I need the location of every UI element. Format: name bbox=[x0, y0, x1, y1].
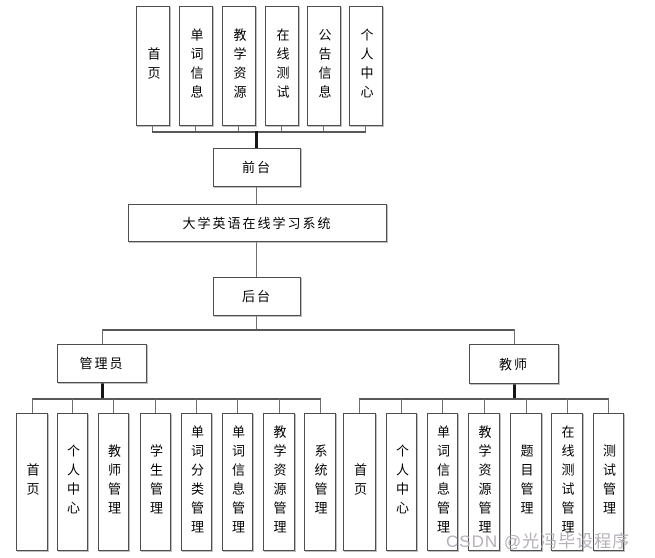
connector-admin-child-2 bbox=[72, 399, 73, 413]
connector-front-bus bbox=[152, 131, 366, 133]
connector-back-bus bbox=[102, 329, 515, 331]
node-label: 教学资源管理 bbox=[476, 425, 492, 539]
connector-teacher-child-5 bbox=[526, 399, 527, 413]
node-admin-student-mgmt: 学生管理 bbox=[140, 413, 171, 551]
connector-front-root bbox=[256, 187, 257, 204]
node-admin-word-category-mgmt: 单词分类管理 bbox=[181, 413, 212, 551]
node-admin-personal-center: 个人中心 bbox=[57, 413, 88, 551]
node-front-personal-center: 个人中心 bbox=[349, 6, 383, 126]
connector-back-admin bbox=[102, 329, 103, 344]
connector-admin-child-6 bbox=[237, 399, 238, 413]
node-admin-teacher-mgmt: 教师管理 bbox=[98, 413, 129, 551]
node-teacher-teaching-resource-mgmt: 教学资源管理 bbox=[468, 413, 500, 551]
connector-admin-child-1 bbox=[32, 399, 33, 413]
connector-front-child-6 bbox=[365, 126, 366, 133]
connector-teacher-child-3 bbox=[442, 399, 443, 413]
node-back: 后台 bbox=[213, 277, 301, 316]
node-label: 单词信息管理 bbox=[230, 425, 245, 539]
node-teacher-word-info-mgmt: 单词信息管理 bbox=[427, 413, 458, 551]
node-front-online-test: 在线测试 bbox=[265, 6, 299, 126]
node-admin-word-info-mgmt: 单词信息管理 bbox=[222, 413, 253, 551]
connector-back-teacher bbox=[514, 329, 515, 344]
connector-front-child-3 bbox=[238, 126, 239, 133]
connector-admin-child-5 bbox=[196, 399, 197, 413]
connector-teacher-child-6 bbox=[567, 399, 568, 413]
watermark-csdn: CSDN @光冯毕设程序 bbox=[446, 532, 631, 551]
node-label: 单词信息 bbox=[188, 28, 204, 104]
node-label: 个人中心 bbox=[65, 444, 80, 520]
node-label: 个人中心 bbox=[358, 28, 374, 104]
node-admin: 管理员 bbox=[57, 344, 147, 383]
node-label: 题目管理 bbox=[518, 444, 534, 520]
connector-front-child-5 bbox=[323, 126, 324, 133]
node-label: 系统管理 bbox=[312, 444, 328, 520]
connector-teacher-child-7 bbox=[608, 399, 609, 413]
node-front-announcement: 公告信息 bbox=[307, 6, 341, 126]
node-label: 后台 bbox=[241, 289, 272, 304]
node-label: 首页 bbox=[145, 47, 161, 85]
node-label: 教师 bbox=[498, 356, 529, 372]
connector-admin-bus bbox=[32, 398, 321, 400]
node-admin-system-mgmt: 系统管理 bbox=[304, 413, 336, 551]
node-admin-teaching-resource-mgmt: 教学资源管理 bbox=[263, 413, 295, 551]
node-label: 教学资源 bbox=[231, 28, 247, 104]
node-root-system: 大学英语在线学习系统 bbox=[128, 204, 387, 242]
connector-teacher-child-1 bbox=[359, 399, 360, 413]
node-teacher-personal-center: 个人中心 bbox=[386, 413, 417, 551]
connector-root-back bbox=[256, 242, 257, 277]
node-label: 公告信息 bbox=[316, 28, 332, 104]
node-label: 单词分类管理 bbox=[189, 425, 204, 539]
node-label: 在线测试管理 bbox=[559, 425, 575, 539]
node-teacher: 教师 bbox=[469, 344, 559, 384]
connector-teacher-child-2 bbox=[401, 399, 402, 413]
connector-teacher-child-4 bbox=[484, 399, 485, 413]
node-label: 单词信息管理 bbox=[435, 425, 450, 539]
node-label: 首页 bbox=[352, 463, 367, 501]
node-teacher-online-test-mgmt: 在线测试管理 bbox=[551, 413, 583, 551]
node-front-home: 首页 bbox=[136, 6, 170, 126]
connector-admin-child-4 bbox=[155, 399, 156, 413]
connector-admin-child-7 bbox=[279, 399, 280, 413]
connector-back-trunk bbox=[256, 316, 257, 331]
node-teacher-test-mgmt: 测试管理 bbox=[593, 413, 624, 551]
node-teacher-question-mgmt: 题目管理 bbox=[510, 413, 542, 551]
node-label: 学生管理 bbox=[148, 444, 163, 520]
connector-front-child-2 bbox=[195, 126, 196, 133]
node-label: 在线测试 bbox=[274, 28, 290, 104]
connector-admin-child-8 bbox=[320, 399, 321, 413]
node-label: 大学英语在线学习系统 bbox=[182, 215, 333, 231]
connector-front-trunk bbox=[255, 131, 258, 148]
node-front-word-info: 单词信息 bbox=[179, 6, 213, 126]
connector-front-child-4 bbox=[281, 126, 282, 133]
node-label: 教学资源管理 bbox=[271, 425, 287, 539]
node-label: 测试管理 bbox=[601, 444, 616, 520]
node-front: 前台 bbox=[213, 148, 301, 187]
node-label: 教师管理 bbox=[106, 444, 121, 520]
connector-teacher-trunk bbox=[513, 384, 516, 399]
node-teacher-home: 首页 bbox=[343, 413, 376, 551]
node-label: 首页 bbox=[24, 463, 40, 501]
node-admin-home: 首页 bbox=[16, 413, 48, 551]
node-label: 前台 bbox=[241, 160, 272, 175]
connector-admin-child-3 bbox=[113, 399, 114, 413]
node-label: 个人中心 bbox=[394, 444, 409, 520]
node-front-teaching-resources: 教学资源 bbox=[222, 6, 256, 126]
connector-admin-trunk bbox=[101, 383, 104, 399]
connector-front-child-1 bbox=[152, 126, 153, 133]
node-label: 管理员 bbox=[79, 356, 125, 371]
